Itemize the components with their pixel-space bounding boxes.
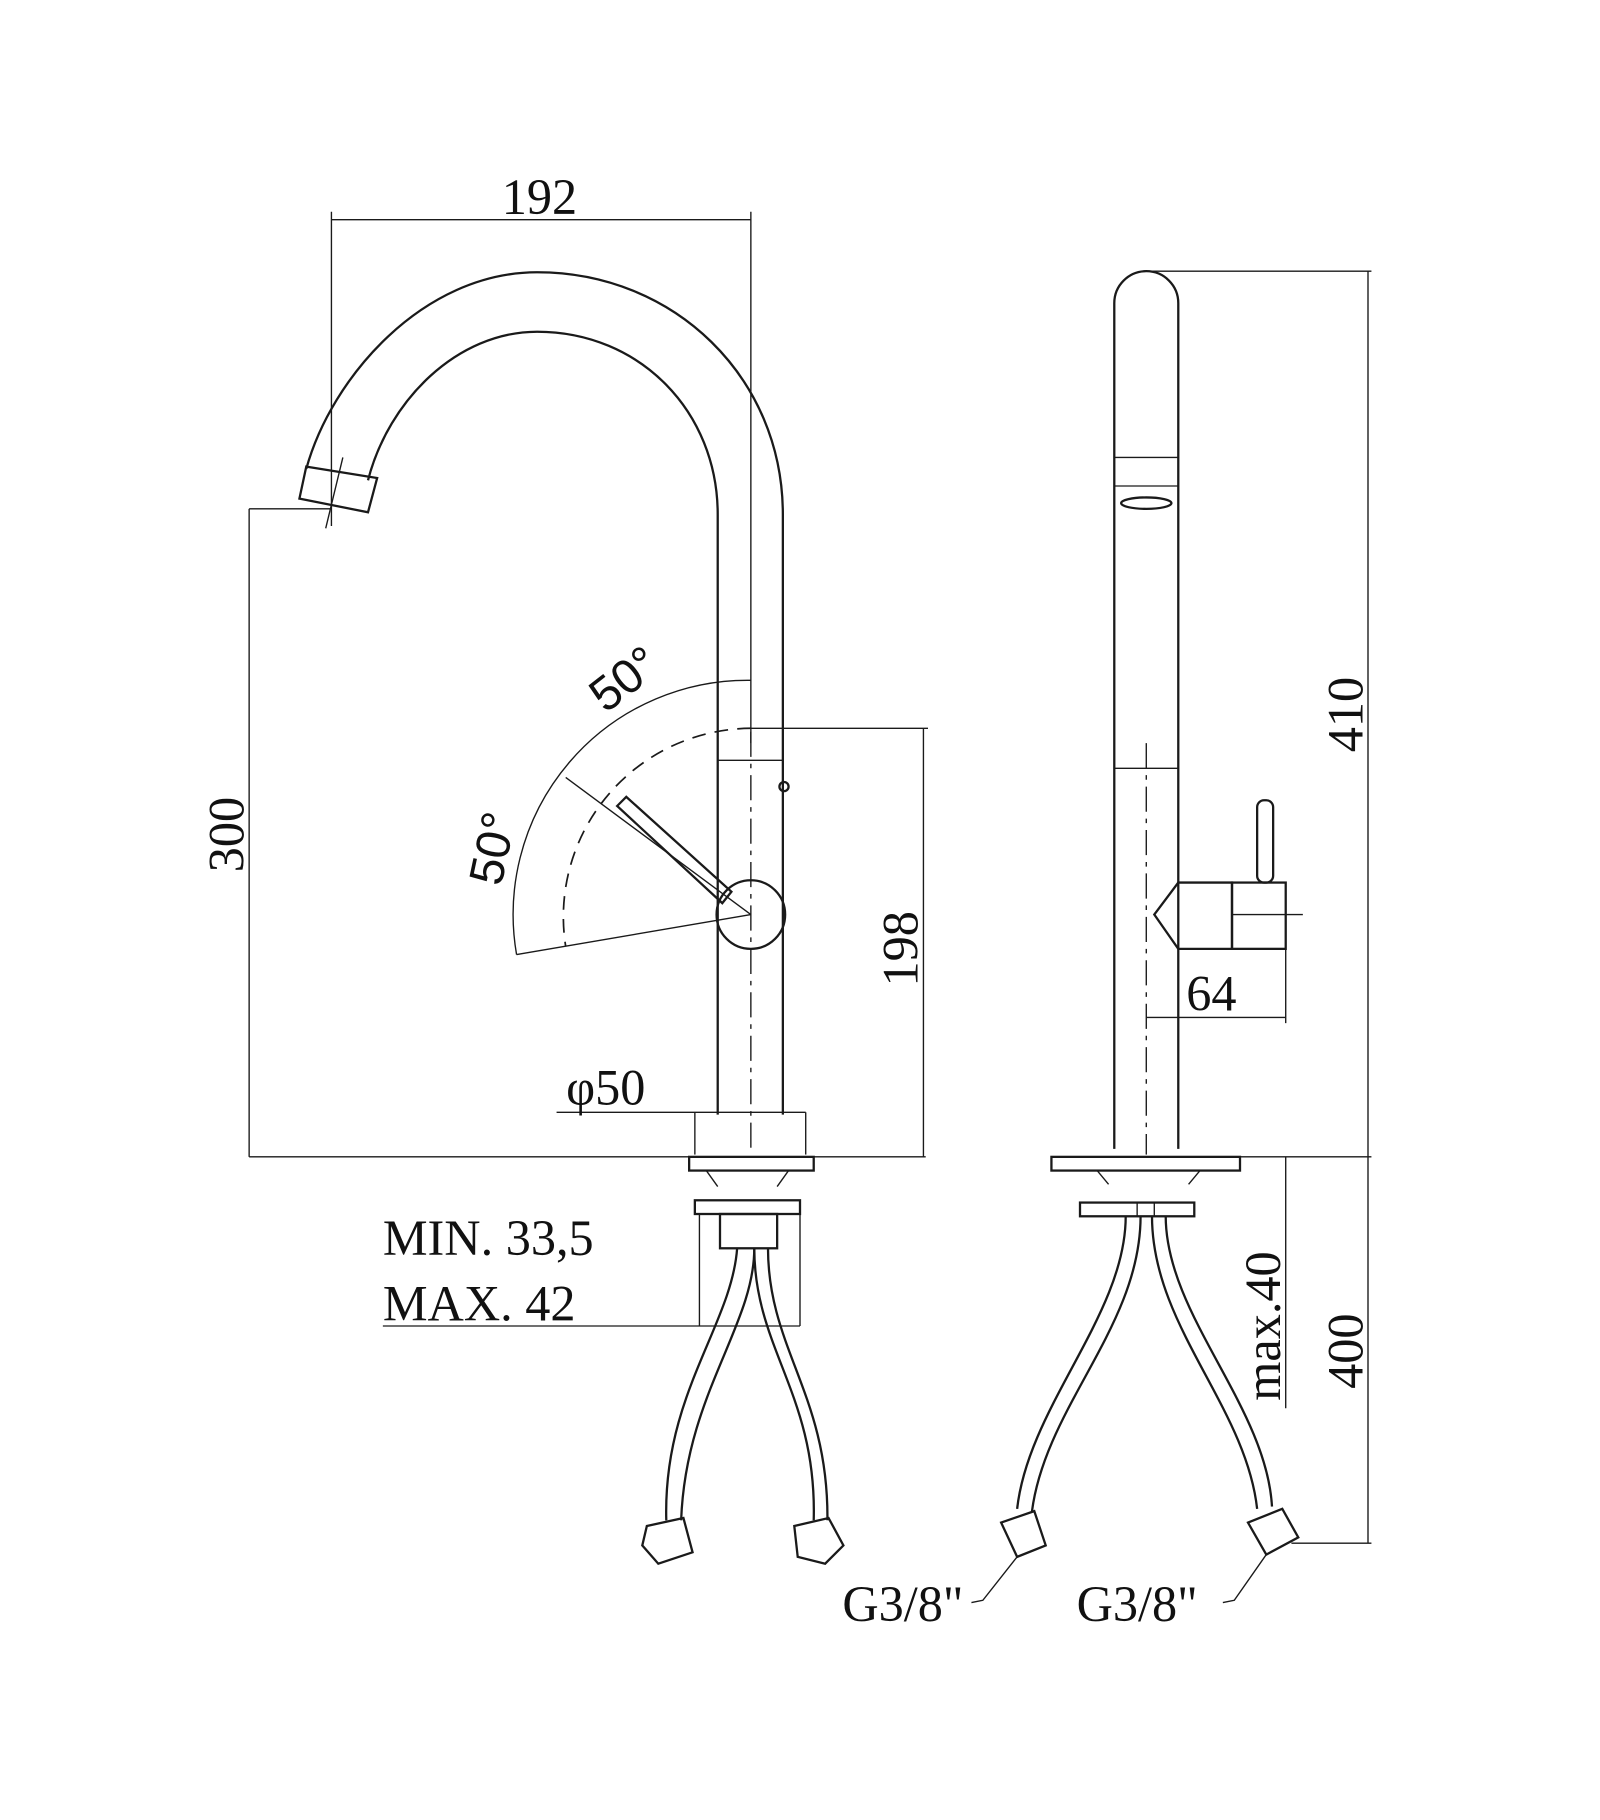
base-side [1050, 1155, 1372, 1218]
lever-side [1152, 799, 1303, 950]
dimension-label-198: 198 [873, 911, 929, 986]
connection-label-left: G3/8" [842, 1576, 963, 1632]
hoses-side [971, 1216, 1300, 1604]
aerator-nozzle [298, 465, 379, 514]
hose-nut-side-left [999, 1509, 1048, 1559]
dimension-410: 410 [1146, 270, 1373, 1157]
hose-nut-right [793, 1516, 845, 1565]
dimension-198: 198 [750, 727, 929, 1157]
dimension-400: 400 [1291, 1156, 1373, 1544]
cartridge-screw-icon [778, 780, 790, 793]
max-thickness-label: MAX. 42 [383, 1275, 576, 1331]
aerator-outlet [1120, 496, 1173, 510]
body-side [1113, 270, 1180, 1155]
dimension-label-192: 192 [502, 169, 577, 225]
min-thickness-label: MIN. 33,5 [383, 1210, 594, 1266]
hose-nut-left [641, 1516, 694, 1566]
dimension-300: 300 [198, 508, 926, 1158]
hose-nut-side-right [1246, 1507, 1300, 1557]
hoses-front [641, 1248, 845, 1566]
front-view: 192 300 50° 50° [198, 169, 929, 1566]
angle-label-up: 50° [580, 636, 670, 722]
dimension-192: 192 [330, 169, 752, 744]
dimension-label-300: 300 [198, 797, 254, 872]
dimension-label-410: 410 [1317, 677, 1373, 752]
dimension-label-max-40: max.40 [1235, 1251, 1291, 1400]
dimension-diameter-50: φ50 [556, 1059, 807, 1155]
base-fixing [687, 1155, 815, 1326]
lever-handle-side [1256, 799, 1275, 884]
connection-label-right: G3/8" [1077, 1576, 1198, 1632]
lever-handle [615, 795, 733, 905]
dimension-max-40: max.40 [1235, 1156, 1291, 1409]
dimension-label-diameter: φ50 [566, 1059, 645, 1115]
dimension-64: 64 [1146, 948, 1287, 1024]
spout [298, 271, 790, 1115]
dimension-label-400: 400 [1317, 1313, 1373, 1388]
angle-label-down: 50° [460, 807, 527, 889]
dimension-label-64: 64 [1186, 966, 1236, 1022]
side-view: 410 64 max.40 400 [842, 270, 1373, 1632]
